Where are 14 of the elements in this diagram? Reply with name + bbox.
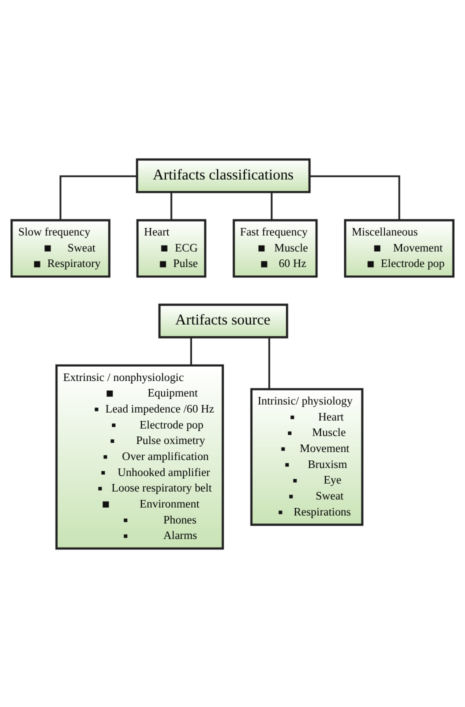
connector	[190, 336, 192, 365]
node-box: Fast frequency Muscle 60 Hz	[232, 218, 318, 278]
connector	[310, 174, 400, 220]
node-box: Miscellaneous Movement Electrode pop	[344, 218, 454, 278]
node-box: Intrinsic/ physiology Heart Muscle Movement Bruxism Eye Sweat Respirations	[250, 388, 364, 526]
connector	[170, 192, 172, 220]
node-box: Artifacts source	[158, 303, 288, 338]
node-box: Heart ECG Pulse	[136, 218, 206, 278]
connector	[270, 192, 273, 220]
node-box: Slow frequency Sweat Respiratory	[10, 218, 110, 278]
node-box: Artifacts classifications	[136, 158, 311, 193]
connector	[268, 336, 270, 388]
node-box: Extrinsic / nonphysiologic Equipment Lead impedence /60 Hz Electrode pop Pulse oximetry Over amplification Unhooked amplifier Loose respiratory belt Environment Phones Alarms	[55, 364, 224, 550]
connector	[60, 174, 137, 220]
